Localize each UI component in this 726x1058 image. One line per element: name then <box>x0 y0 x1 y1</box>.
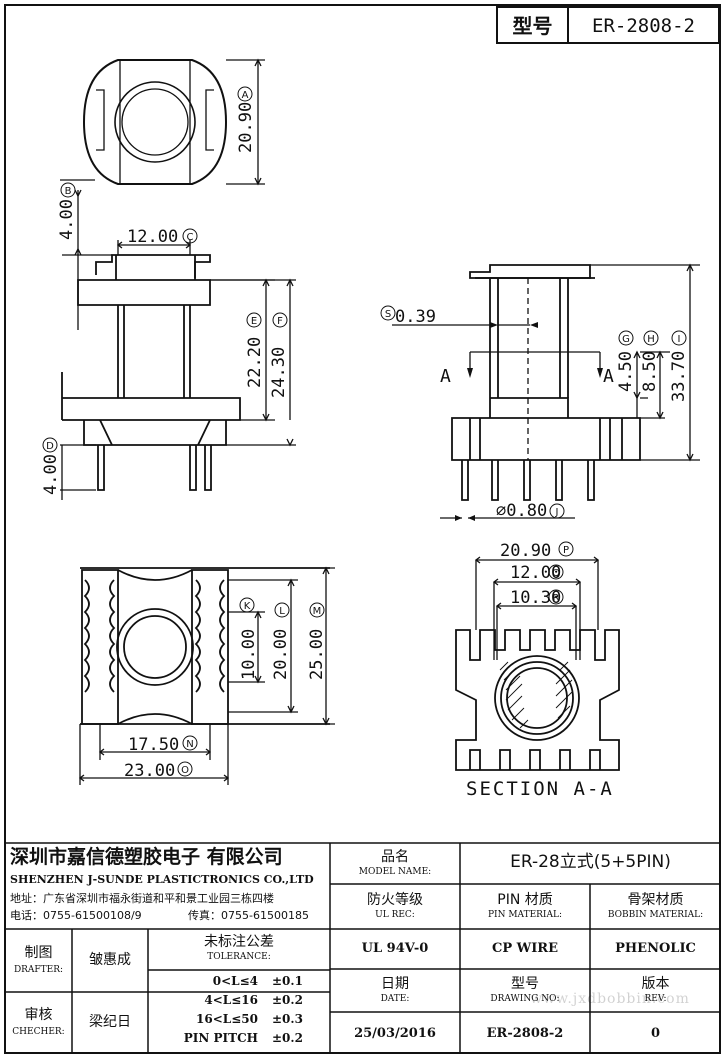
dim-L: 20.00 <box>271 629 291 680</box>
bottom-view <box>80 567 330 725</box>
checker-value: 梁纪日 <box>89 1014 131 1030</box>
drafter-cn: 制图 <box>24 945 53 961</box>
drawing-no-en: DRAWING NO: <box>490 994 560 1004</box>
section-view <box>455 629 620 771</box>
dim-I: 33.70 <box>669 351 689 402</box>
tolerance-value: ±0.2 <box>272 1031 303 1045</box>
date-cn: 日期 <box>381 976 409 992</box>
dim-D: 4.00 <box>41 454 61 495</box>
tolerance-en: TOLERANCE: <box>207 952 271 962</box>
tolerance-row: 4<L≤16 ±0.2 <box>168 993 318 1012</box>
label-G: G <box>622 334 630 345</box>
drawing-frame <box>4 4 721 1054</box>
dim-M: 25.00 <box>307 629 327 680</box>
pin-material-en: PIN MATERIAL: <box>488 910 562 920</box>
label-B: B <box>65 186 72 197</box>
date-en: DATE: <box>380 994 410 1004</box>
tolerance-range: 4<L≤16 <box>204 993 258 1007</box>
tolerance-range: 0<L≤4 <box>212 974 258 988</box>
dim-R: 10.30 <box>510 588 561 608</box>
tolerance-row: 0<L≤4 ±0.1 <box>168 974 318 993</box>
tolerance-cn: 未标注公差 <box>204 934 274 950</box>
ul-value: UL 94V-0 <box>361 941 429 956</box>
company-address: 地址：广东省深圳市福永街道和平和景工业园三栋四楼 <box>10 892 274 905</box>
ul-en: UL REC: <box>375 910 415 920</box>
tolerance-row: PIN PITCH ±0.2 <box>168 1031 318 1050</box>
label-J: J <box>555 507 559 518</box>
ul-cn: 防火等级 <box>367 892 423 908</box>
company-fax: 传真：0755-61500185 <box>188 909 309 922</box>
label-F: F <box>277 316 283 327</box>
label-N: N <box>186 739 193 750</box>
model-name-en: MODEL NAME: <box>358 867 432 877</box>
front-view <box>61 254 241 491</box>
dim-E: 22.20 <box>245 337 265 388</box>
label-E: E <box>251 316 257 327</box>
label-Q: Q <box>552 568 560 579</box>
dim-C: 12.00 <box>127 227 178 247</box>
label-D: D <box>46 441 54 452</box>
drawing-no-value: ER-2808-2 <box>486 1026 564 1041</box>
dim-G: 4.50 <box>616 351 636 392</box>
drafter-value: 皱惠成 <box>89 952 131 968</box>
checker-cn: 审核 <box>24 1007 53 1023</box>
label-K: K <box>244 601 251 612</box>
label-C: C <box>187 232 194 243</box>
dim-J: ⌀0.80 <box>496 501 547 521</box>
section-mark-right: A <box>603 366 614 387</box>
label-R: R <box>553 593 560 604</box>
label-L: L <box>279 606 285 617</box>
label-P: P <box>563 545 569 556</box>
dim-P: 20.90 <box>500 541 551 561</box>
label-M: M <box>313 606 322 617</box>
rev-cn: 版本 <box>641 976 670 992</box>
bobbin-material-cn: 骨架材质 <box>627 892 684 908</box>
section-caption: SECTION A-A <box>466 778 614 800</box>
drawing-no-cn: 型号 <box>511 976 539 992</box>
bobbin-material-value: PHENOLIC <box>615 941 696 956</box>
dim-N: 17.50 <box>128 735 179 755</box>
watermark: www.jxdbobbin.com <box>530 991 690 1007</box>
company-phone: 电话：0755-61500108/9 <box>10 909 142 922</box>
label-O: O <box>181 765 189 776</box>
dim-O: 23.00 <box>124 761 175 781</box>
header-type-label: 型号 <box>496 6 569 44</box>
company-name-en: SHENZHEN J-SUNDE PLASTICTRONICS CO.,LTD <box>10 873 314 886</box>
dim-S: 0.39 <box>395 307 436 327</box>
dim-A: 20.90 <box>236 102 256 153</box>
tolerance-range: 16<L≤50 <box>196 1012 258 1026</box>
tolerance-range: PIN PITCH <box>183 1031 258 1045</box>
top-view <box>82 59 228 185</box>
tolerance-table: 0<L≤4 ±0.1 4<L≤16 ±0.2 16<L≤50 ±0.3 PIN … <box>168 974 318 1050</box>
dim-H: 8.50 <box>640 351 660 392</box>
dim-B: 4.00 <box>57 199 77 240</box>
pin-material-cn: PIN 材质 <box>497 892 553 908</box>
tolerance-value: ±0.2 <box>272 993 303 1007</box>
tolerance-value: ±0.3 <box>272 1012 303 1026</box>
bobbin-material-en: BOBBIN MATERIAL: <box>607 910 704 920</box>
dim-F: 24.30 <box>269 347 289 398</box>
date-value: 25/03/2016 <box>354 1026 436 1041</box>
label-H: H <box>647 334 655 345</box>
dim-K: 10.00 <box>239 629 259 680</box>
label-I: I <box>678 334 681 345</box>
pin-material-value: CP WIRE <box>491 941 559 956</box>
rev-value: 0 <box>650 1026 661 1041</box>
model-name-cn: 品名 <box>381 849 409 865</box>
tolerance-row: 16<L≤50 ±0.3 <box>168 1012 318 1031</box>
label-S: S <box>385 309 391 320</box>
drafter-en: DRAFTER: <box>13 965 64 975</box>
rev-en: REV: <box>644 994 667 1004</box>
dim-Q: 12.00 <box>510 563 561 583</box>
section-mark-left: A <box>440 366 451 387</box>
label-A: A <box>242 90 249 101</box>
technical-drawing: 20.90 4.00 12.00 22.20 24.30 4.00 0.39 4… <box>41 58 700 800</box>
tolerance-value: ±0.1 <box>272 974 303 988</box>
checker-en: CHECHER: <box>12 1027 65 1037</box>
header-type-value: ER-2808-2 <box>567 6 720 44</box>
model-name-value: ER-28立式(5+5PIN) <box>510 852 671 872</box>
company-name-cn: 深圳市嘉信德塑胶电子 有限公司 <box>10 846 283 868</box>
